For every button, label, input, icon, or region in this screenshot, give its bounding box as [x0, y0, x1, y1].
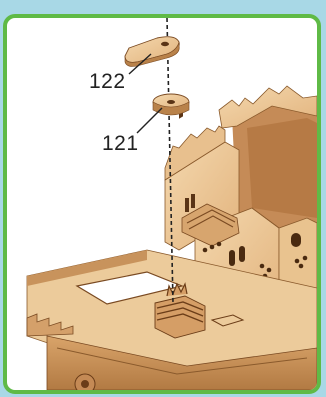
part-122-label: 122 — [89, 70, 126, 94]
illustration-frame: 122 121 — [3, 14, 321, 394]
part-122-piece — [125, 37, 179, 67]
assembly-illustration — [7, 18, 317, 390]
part-121-leader-line — [137, 108, 162, 133]
part-121-label: 121 — [102, 132, 139, 156]
